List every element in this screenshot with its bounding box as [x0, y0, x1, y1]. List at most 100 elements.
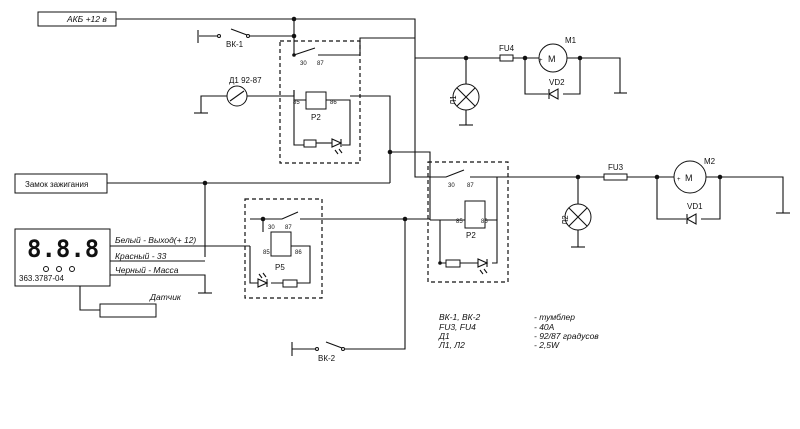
controller-model: 363.3787-04 [19, 274, 64, 283]
l1-label: Л1 [449, 95, 458, 105]
d1-wire [247, 90, 295, 97]
wire-red-label: Красный - 33 [115, 251, 167, 261]
fu3-label: FU3 [608, 163, 624, 172]
pin-label: 86 [295, 250, 302, 256]
controller-button[interactable] [69, 266, 75, 272]
relay-wire [430, 219, 498, 264]
vd1-diode-icon [685, 213, 697, 225]
legend-name: Л1, Л2 [438, 340, 465, 350]
pin-label: 87 [467, 183, 474, 189]
junction [438, 261, 442, 265]
pin-label: 30 [300, 61, 307, 67]
relay-resistor [303, 139, 317, 148]
d1-label: Д1 92-87 [229, 76, 262, 85]
m2-diode-wire [656, 177, 721, 220]
vk1-wire [199, 28, 294, 37]
relay-p5-label: P5 [275, 263, 285, 272]
switch-contact [341, 347, 345, 351]
motor-plus: + [677, 177, 681, 183]
p2-coil-wire [350, 95, 391, 183]
pin-label: 85 [263, 250, 270, 256]
relay-p2-bottom-label: P2 [466, 231, 476, 240]
ignition-label: Замок зажигания [25, 180, 88, 189]
junction [292, 53, 296, 57]
sensor-label: Датчик [149, 292, 182, 302]
legend-name: ВК-1, ВК-2 [439, 312, 480, 322]
led-rays [479, 268, 488, 275]
relay-resistor [445, 259, 461, 268]
relay-p2-top-coil [305, 91, 327, 110]
fu4-label: FU4 [499, 44, 515, 53]
relay-p5-frame [244, 198, 323, 299]
vk2-wire [292, 219, 406, 350]
l1-lamp-cross [456, 87, 476, 107]
led-rays [258, 272, 267, 279]
relay-p5-coil [270, 231, 292, 257]
vd1-label: VD1 [687, 202, 703, 211]
legend-value: - тумблер [534, 312, 575, 322]
relay-p2-top-contact [293, 19, 415, 56]
motor-plus: + [539, 58, 543, 64]
switch-contact [315, 347, 319, 351]
m2-label: M2 [704, 157, 716, 166]
black-wire [110, 274, 206, 293]
controller-button[interactable] [43, 266, 49, 272]
m1-wire [525, 57, 621, 93]
switch-contact [217, 34, 221, 38]
l2-label: Л2 [561, 215, 570, 225]
relay-p2-top-label: P2 [311, 113, 321, 122]
vk2-label: ВК-2 [318, 354, 336, 363]
vd2-label: VD2 [549, 78, 565, 87]
sensor-box [99, 303, 157, 318]
relay-diode-icon [331, 138, 343, 148]
m1-label: M1 [565, 36, 577, 45]
relay-p2-bottom-diode-icon [477, 258, 489, 268]
m1-diode-wire [524, 58, 581, 95]
relay-resistor [282, 279, 298, 288]
pin-label: 85 [293, 100, 300, 106]
controller-display: 8.8.8 [27, 235, 99, 263]
battery-wire [116, 18, 416, 160]
motor-symbol: M [685, 173, 693, 183]
relay-wire [326, 99, 351, 146]
pin-label: 30 [268, 225, 275, 231]
relay-p2-top-frame [279, 40, 361, 164]
d1-ground-wire [200, 95, 227, 113]
controller-button[interactable] [56, 266, 62, 272]
pin-label: 85 [456, 219, 463, 225]
p2-link-wire [390, 151, 431, 220]
relay-p5-diode-icon [257, 278, 269, 288]
m2-motor-icon [673, 160, 707, 194]
fu3-fuse [603, 173, 628, 181]
junction [522, 55, 528, 61]
d1-sensor-slash [229, 90, 245, 102]
legend-name: Д1 [438, 331, 450, 341]
wire-white-label: Белый - Выход(+ 12) [115, 235, 196, 245]
pin-label: 86 [481, 219, 488, 225]
legend-name: FU3, FU4 [439, 322, 476, 332]
pin-label: 87 [285, 225, 292, 231]
sensor-wire [79, 286, 100, 311]
relay-p2-bottom-coil [464, 200, 486, 229]
m2-wire [730, 176, 784, 213]
legend-value: - 2,5W [534, 340, 560, 350]
relay-p5-contact [250, 211, 430, 220]
switch-contact [246, 34, 250, 38]
battery-label: АКБ +12 в [66, 14, 107, 24]
vk1-label: ВК-1 [226, 40, 244, 49]
fu4-fuse [499, 54, 514, 62]
relay-wire [293, 99, 306, 146]
motor-symbol: M [548, 54, 556, 64]
legend-value: - 92/87 градусов [534, 331, 599, 341]
pin-label: 87 [317, 61, 324, 67]
pin-label: 30 [448, 183, 455, 189]
led-rays [334, 148, 343, 155]
controller-box [14, 228, 111, 287]
wire-black-label: Черный - Масса [115, 265, 179, 275]
pin-label: 86 [330, 100, 337, 106]
l2-lamp-cross [568, 207, 588, 227]
relay-wire [249, 245, 311, 284]
legend-value: - 40A [534, 322, 555, 332]
junction [577, 55, 583, 61]
